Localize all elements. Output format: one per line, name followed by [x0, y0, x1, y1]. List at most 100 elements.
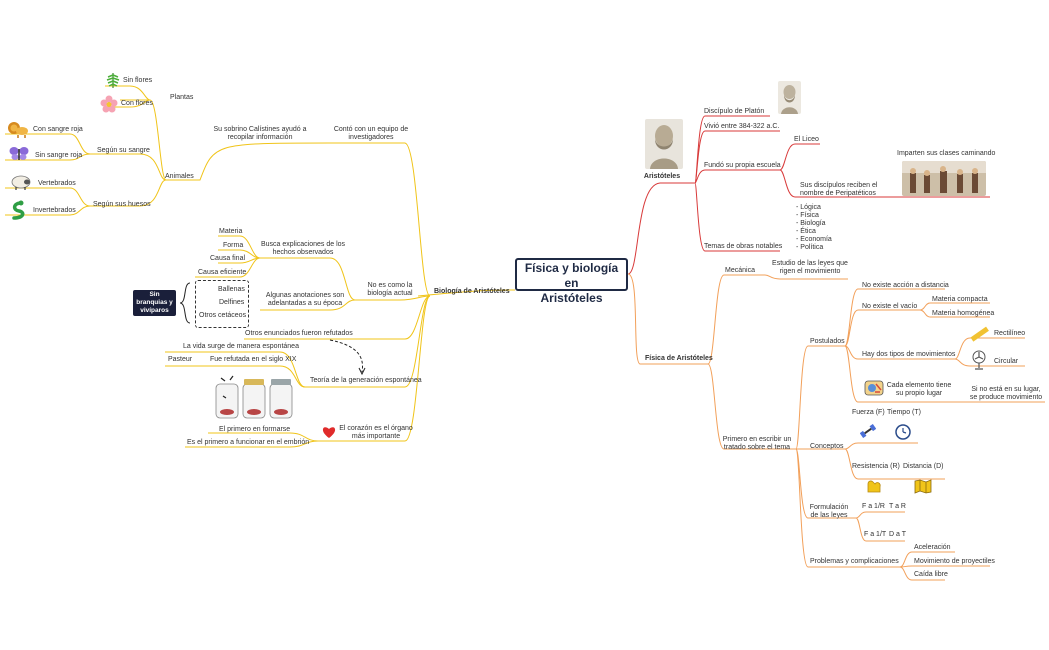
- no-es-como-line2: biología actual: [367, 290, 413, 297]
- forma-node[interactable]: Forma: [223, 242, 244, 249]
- central-title-line2: Aristóteles: [540, 291, 603, 305]
- pasteur-node[interactable]: Pasteur: [168, 356, 193, 363]
- si-no-esta-line2: se produce movimiento: [969, 394, 1043, 401]
- central-title-line1: Física y biología en: [524, 261, 619, 290]
- resistencia-node[interactable]: Resistencia (R): [852, 463, 900, 470]
- no-accion-node[interactable]: No existe acción a distancia: [862, 282, 949, 289]
- vivio-node[interactable]: Vivió entre 384-322 a.C.: [704, 123, 780, 130]
- no-vacio-node[interactable]: No existe el vacío: [862, 303, 918, 310]
- anotaciones-line1: Algunas anotaciones son: [265, 292, 345, 299]
- corazon-line2: más importante: [351, 433, 401, 440]
- teoria-node[interactable]: Teoría de la generación espontánea: [310, 377, 422, 384]
- formula-4[interactable]: D a T: [889, 531, 906, 538]
- si-no-esta-node[interactable]: Si no está en su lugar,se produce movimi…: [970, 386, 1042, 402]
- ruler-icon: [970, 326, 989, 342]
- fuerza-node[interactable]: Fuerza (F): [852, 409, 885, 416]
- con-flores-node[interactable]: Con flores: [121, 100, 153, 107]
- no-es-como-line1: No es como la: [367, 282, 413, 289]
- segun-huesos-node[interactable]: Según sus huesos: [93, 201, 151, 208]
- estudio-line1: Estudio de las leyes que: [772, 260, 848, 267]
- dos-tipos-node[interactable]: Hay dos tipos de movimientos: [862, 351, 956, 358]
- anotaciones-line2: adelantadas a su época: [267, 300, 343, 307]
- formula-1[interactable]: F a 1/R: [862, 503, 885, 510]
- con-sangre-roja-node[interactable]: Con sangre roja: [33, 126, 83, 133]
- segun-sangre-node[interactable]: Según su sangre: [97, 147, 150, 154]
- fern-icon: [106, 73, 120, 88]
- equipo-line2: investigadores: [348, 134, 394, 141]
- temas-node[interactable]: Temas de obras notables: [704, 243, 783, 250]
- busca-line2: hechos observados: [272, 249, 334, 256]
- animales-node[interactable]: Animales: [165, 173, 194, 180]
- map-icon: [914, 479, 932, 494]
- mecanica-node[interactable]: Mecánica: [725, 267, 755, 274]
- cada-elemento-line1: Cada elemento tiene: [886, 382, 952, 389]
- equipo-line1: Contó con un equipo de: [333, 126, 409, 133]
- tema-item: - Política: [796, 244, 824, 251]
- vertebrados-node[interactable]: Vertebrados: [38, 180, 76, 187]
- plato-bust-icon: [778, 81, 801, 114]
- postulados-node[interactable]: Postulados: [810, 338, 845, 345]
- materia-node[interactable]: Materia: [219, 228, 243, 235]
- imparten-node[interactable]: Imparten sus clases caminando: [897, 150, 996, 157]
- clock-icon: [895, 424, 911, 440]
- materia-compacta-node[interactable]: Materia compacta: [932, 296, 988, 303]
- formula-3[interactable]: F a 1/T: [864, 531, 887, 538]
- tema-item: - Lógica: [796, 204, 821, 211]
- fan-icon: [972, 350, 986, 370]
- aristotle-bust-icon: [645, 119, 683, 169]
- tiempo-node[interactable]: Tiempo (T): [887, 409, 921, 416]
- ballenas-node[interactable]: Ballenas: [218, 286, 245, 293]
- delfines-node[interactable]: Delfines: [219, 299, 245, 306]
- central-topic[interactable]: Física y biología en Aristóteles: [515, 258, 628, 305]
- caida-node[interactable]: Caída libre: [914, 571, 948, 578]
- sin-branquias-summary[interactable]: Sin branquias y vivíparos: [133, 290, 176, 316]
- sin-sangre-roja-node[interactable]: Sin sangre roja: [35, 152, 83, 159]
- sin-flores-node[interactable]: Sin flores: [123, 77, 153, 84]
- tema-item: - Economía: [796, 236, 832, 243]
- aristoteles-node[interactable]: Aristóteles: [643, 173, 681, 180]
- plantas-node[interactable]: Plantas: [170, 94, 194, 101]
- biologia-node[interactable]: Biología de Aristóteles: [434, 288, 510, 295]
- dumbbell-icon: [860, 424, 876, 438]
- causa-eficiente-node[interactable]: Causa eficiente: [198, 269, 247, 276]
- discipulo-node[interactable]: Discípulo de Platón: [704, 108, 765, 115]
- proyectiles-node[interactable]: Movimiento de proyectiles: [914, 558, 995, 565]
- formula-2[interactable]: T a R: [889, 503, 906, 510]
- refutados-node[interactable]: Otros enunciados fueron refutados: [245, 330, 353, 337]
- conceptos-node[interactable]: Conceptos: [810, 443, 844, 450]
- distancia-node[interactable]: Distancia (D): [903, 463, 944, 470]
- primero-escribir-line2: tratado sobre el tema: [723, 444, 791, 451]
- problemas-node[interactable]: Problemas y complicaciones: [810, 558, 899, 565]
- vida-surge-node[interactable]: La vida surge de manera espontánea: [183, 343, 299, 350]
- fue-refutada-node[interactable]: Fue refutada en el siglo XIX: [210, 356, 297, 363]
- si-no-esta-line1: Si no está en su lugar,: [971, 386, 1041, 393]
- fundo-node[interactable]: Fundó su propia escuela: [704, 162, 781, 169]
- corazon-line1: El corazón es el órgano: [339, 425, 413, 432]
- formulacion-line2: de las leyes: [810, 512, 848, 519]
- liceo-node[interactable]: El Liceo: [794, 136, 819, 143]
- rectilineo-node[interactable]: Rectilíneo: [994, 330, 1026, 337]
- primero-formarse-node[interactable]: El primero en formarse: [219, 426, 291, 433]
- invertebrados-node[interactable]: Invertebrados: [33, 207, 76, 214]
- materia-homogenea-node[interactable]: Materia homogénea: [932, 310, 995, 317]
- sin-branquias-line1: Sin: [149, 291, 160, 298]
- otros-cetaceos-node[interactable]: Otros cetáceos: [199, 312, 247, 319]
- aceleracion-node[interactable]: Aceleración: [914, 544, 951, 551]
- primero-funcionar-node[interactable]: Es el primero a funcionar en el embrión: [187, 439, 310, 446]
- sobrino-line2: recopilar información: [227, 134, 293, 141]
- circular-node[interactable]: Circular: [994, 358, 1019, 365]
- fisica-node[interactable]: Física de Aristóteles: [645, 355, 713, 362]
- causa-final-node[interactable]: Causa final: [210, 255, 246, 262]
- discipulos-line1: Sus discípulos reciben el: [800, 182, 878, 189]
